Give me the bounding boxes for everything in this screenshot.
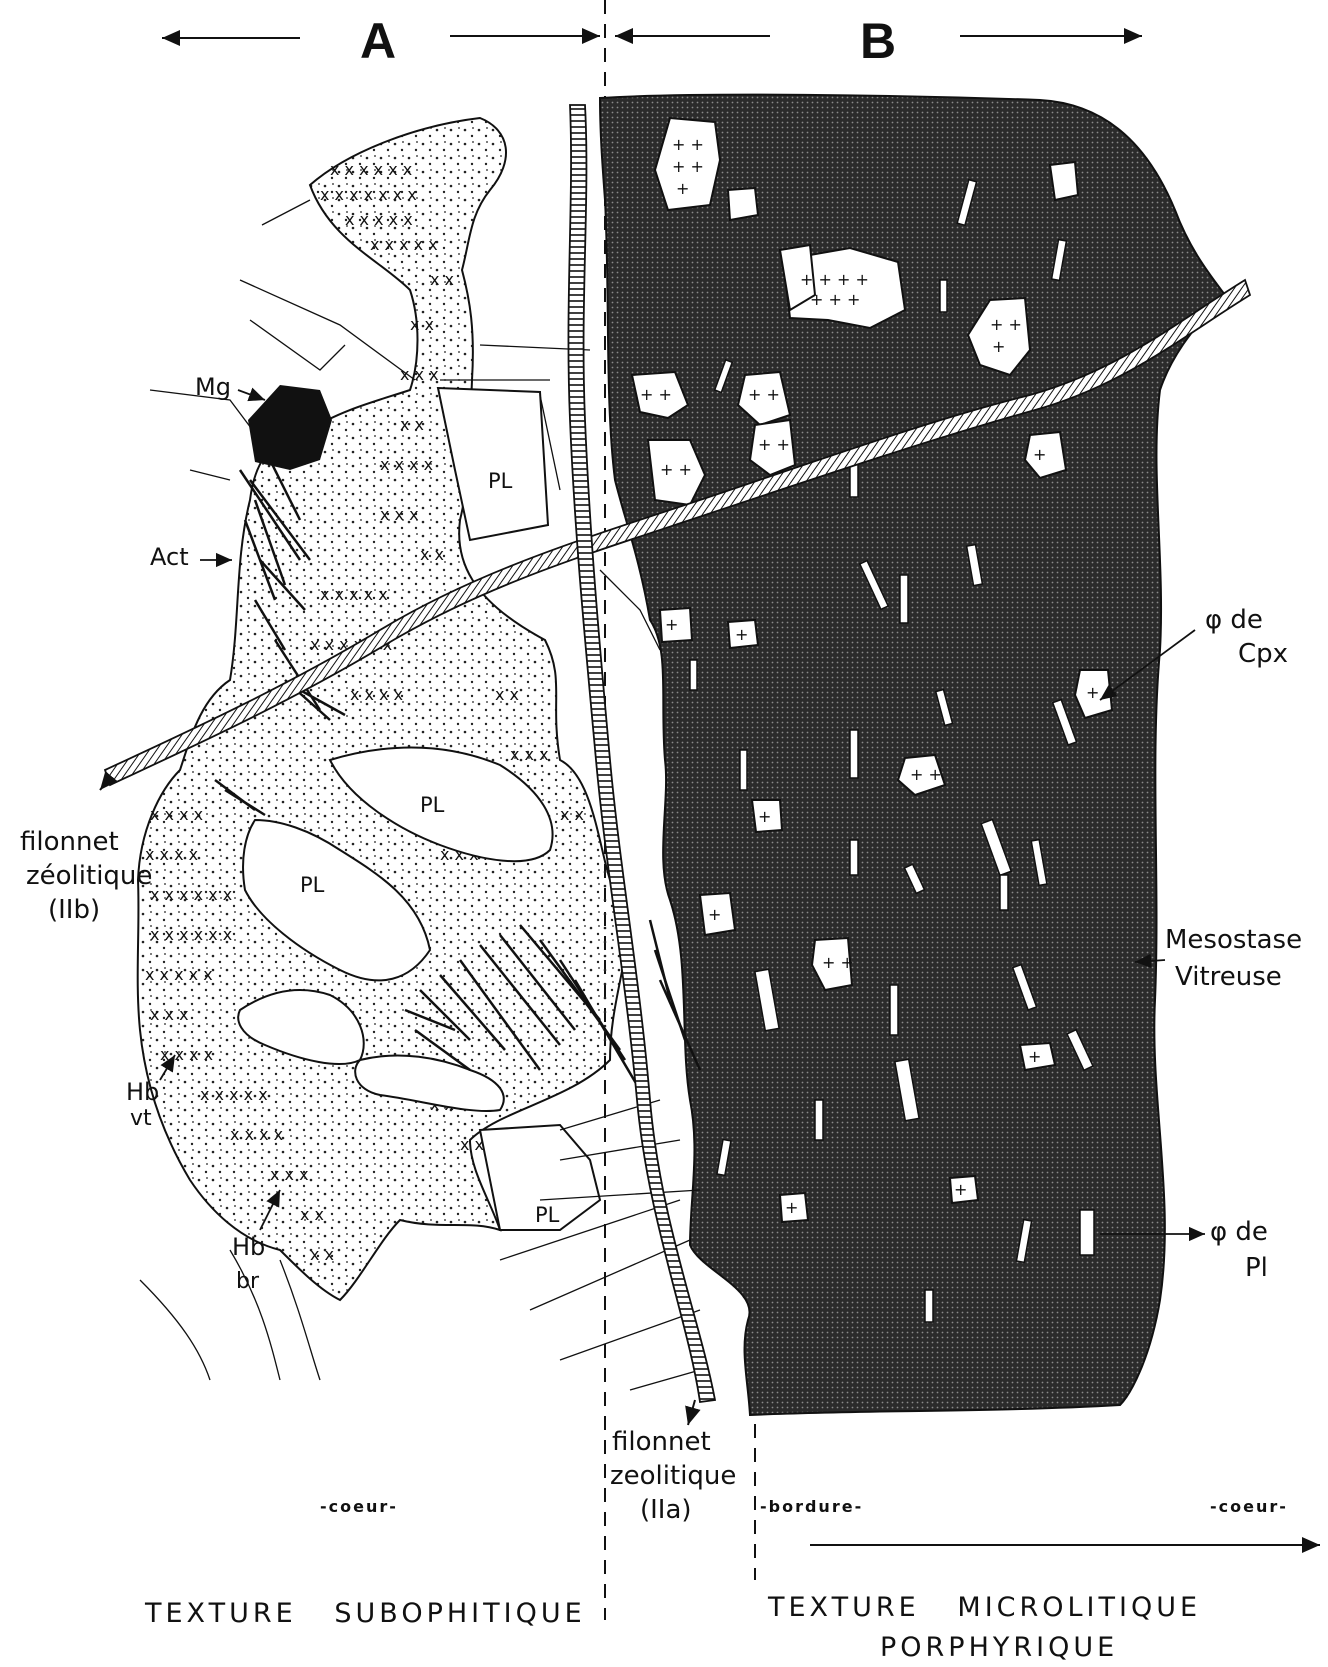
vein-iia-label-1: filonnet xyxy=(612,1427,711,1457)
label-act: Act xyxy=(150,543,189,571)
svg-text:+ + +: + + + xyxy=(810,290,860,309)
vein-iia-label-3: (IIa) xyxy=(640,1495,692,1525)
svg-text:x x x x x: x x x x x xyxy=(200,1085,268,1104)
pl-pheno-label-2: Pl xyxy=(1245,1253,1268,1283)
svg-text:x x x: x x x xyxy=(400,365,439,384)
coeur-left-label: -coeur- xyxy=(320,1497,398,1516)
label-mg: Mg xyxy=(195,373,231,401)
svg-text:x x x x x: x x x x x xyxy=(145,965,213,984)
zone-a-label: A xyxy=(360,13,396,69)
svg-text:+ +: + + xyxy=(990,315,1022,334)
svg-text:x x x: x x x xyxy=(270,1165,309,1184)
label-hb-br-1: Hb xyxy=(232,1233,265,1261)
svg-text:x x x x: x x x x xyxy=(160,1045,213,1064)
svg-text:x x: x x xyxy=(430,270,454,289)
caption-porphyrique: PORPHYRIQUE xyxy=(880,1632,1118,1663)
svg-text:+: + xyxy=(1028,1047,1041,1066)
label-pl-3: PL xyxy=(300,873,325,897)
svg-text:x x: x x xyxy=(495,685,519,704)
svg-text:+ + + +: + + + + xyxy=(800,270,869,289)
svg-text:x x x x x x x: x x x x x x x xyxy=(320,185,417,204)
svg-text:x x x x: x x x x xyxy=(350,685,403,704)
svg-text:x x x x: x x x x xyxy=(380,455,433,474)
cpx-label-2: Cpx xyxy=(1238,639,1288,669)
mesostase-label-2: Vitreuse xyxy=(1175,962,1282,992)
zone-header: A B xyxy=(162,13,1142,69)
svg-text:x x x x x: x x x x x xyxy=(345,210,413,229)
svg-text:+: + xyxy=(676,179,689,198)
svg-text:x x x x: x x x x xyxy=(150,805,203,824)
svg-text:x x x: x x x xyxy=(510,745,549,764)
svg-text:+: + xyxy=(708,905,721,924)
svg-text:+: + xyxy=(735,625,748,644)
mesostase-label-1: Mesostase xyxy=(1165,925,1302,955)
svg-text:x x: x x xyxy=(460,1135,484,1154)
vein-iia-arrow xyxy=(688,1400,695,1425)
ophitic-pyroxene-zone xyxy=(138,118,627,1300)
svg-text:+ +: + + xyxy=(640,385,672,404)
svg-text:x x: x x xyxy=(300,1205,324,1224)
svg-text:x x x x x x: x x x x x x xyxy=(150,885,232,904)
svg-text:+ +: + + xyxy=(910,765,942,784)
svg-text:+: + xyxy=(665,615,678,634)
caption-subophitic: TEXTURE SUBOPHITIQUE xyxy=(145,1598,586,1629)
svg-text:x x x: x x x xyxy=(150,1005,189,1024)
caption-microlitic: TEXTURE MICROLITIQUE xyxy=(768,1592,1201,1623)
svg-text:+: + xyxy=(758,807,771,826)
label-hb-vt-1: Hb xyxy=(126,1078,159,1106)
arrow-mg xyxy=(238,390,265,400)
vein-iib-label-1: filonnet xyxy=(20,827,119,857)
svg-text:x x x x x: x x x x x xyxy=(320,585,388,604)
svg-text:+ +: + + xyxy=(748,385,780,404)
label-hb-vt-2: vt xyxy=(130,1106,152,1131)
svg-text:x x: x x xyxy=(420,545,444,564)
label-pl-4: PL xyxy=(535,1203,560,1227)
svg-text:+ +: + + xyxy=(672,135,704,154)
vein-iib-label-2: zéolitique xyxy=(26,861,152,891)
label-pl-1: PL xyxy=(488,469,513,493)
label-pl-2: PL xyxy=(420,793,445,817)
svg-text:x x x x: x x x x xyxy=(145,845,198,864)
pl-pheno-label-1: φ de xyxy=(1210,1217,1268,1247)
svg-text:+ +: + + xyxy=(758,435,790,454)
svg-text:x x x x x: x x x x x xyxy=(370,235,438,254)
svg-text:x x: x x xyxy=(310,1245,334,1264)
zone-b-label: B xyxy=(860,13,896,69)
label-hb-br-2: br xyxy=(236,1269,260,1294)
coeur-right-label: -coeur- xyxy=(1210,1497,1288,1516)
vein-iib-arrow xyxy=(100,778,110,790)
svg-text:x x x: x x x xyxy=(380,505,419,524)
svg-text:+: + xyxy=(785,1198,798,1217)
svg-text:x x x x x x: x x x x x x xyxy=(150,925,232,944)
svg-text:+: + xyxy=(954,1180,967,1199)
svg-text:+ +: + + xyxy=(822,953,854,972)
svg-text:+ +: + + xyxy=(672,157,704,176)
svg-text:x x: x x xyxy=(410,315,434,334)
svg-text:x x: x x xyxy=(400,415,424,434)
svg-text:x x: x x xyxy=(560,805,584,824)
svg-text:x x x x: x x x x xyxy=(230,1125,283,1144)
cpx-label-1: φ de xyxy=(1205,605,1263,635)
vein-iia-label-2: zeolitique xyxy=(610,1461,736,1491)
svg-text:+: + xyxy=(992,337,1005,356)
svg-text:+: + xyxy=(1033,445,1046,464)
bordure-label: -bordure- xyxy=(760,1497,863,1516)
vein-iib-label-3: (IIb) xyxy=(48,895,100,925)
microlitic-matrix xyxy=(600,95,1225,1415)
svg-text:+ +: + + xyxy=(660,460,692,479)
svg-text:x x x x x x: x x x x x x xyxy=(330,160,412,179)
